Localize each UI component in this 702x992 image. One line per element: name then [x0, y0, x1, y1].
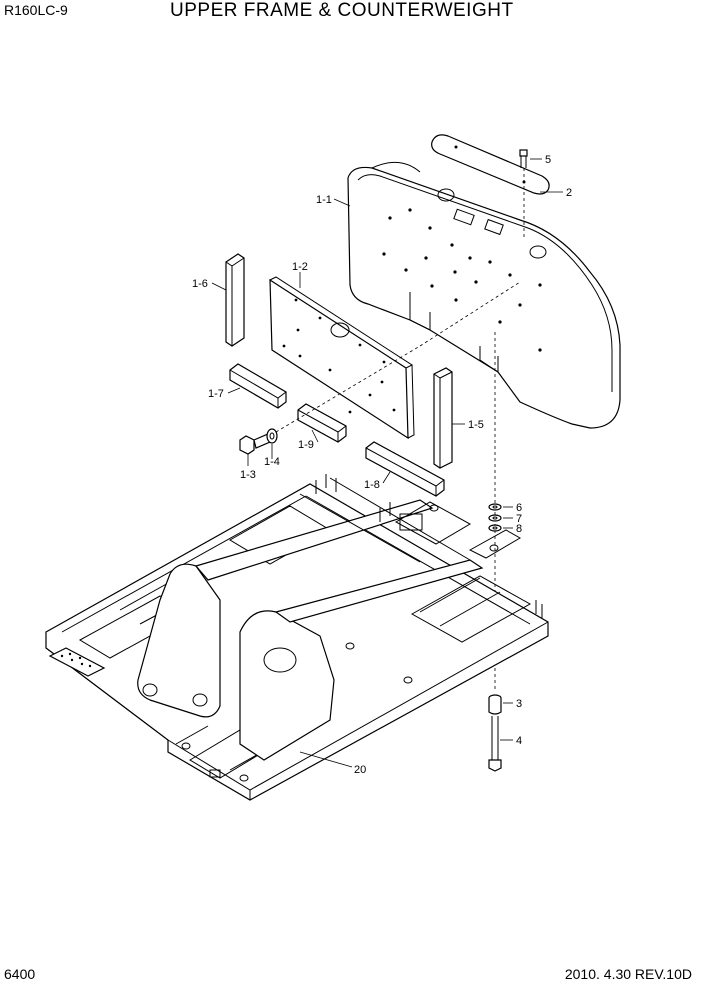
date-revision: 2010. 4.30 REV.10D — [564, 966, 692, 982]
block-1-7 — [229, 363, 287, 409]
washer-1-4 — [266, 428, 278, 444]
model-label: R160LC-9 — [4, 2, 68, 18]
callout-1-1: 1-1 — [316, 194, 332, 206]
callout-3: 3 — [516, 698, 522, 710]
callout-1-4: 1-4 — [264, 456, 280, 468]
callout-4: 4 — [516, 735, 522, 747]
callout-1-7: 1-7 — [208, 388, 224, 400]
callout-8: 8 — [516, 523, 522, 535]
callout-5: 5 — [545, 154, 551, 166]
callout-1-5: 1-5 — [468, 419, 484, 431]
leader-lines — [211, 158, 563, 768]
page-number: 6400 — [4, 966, 36, 982]
counterweight-body — [347, 161, 621, 429]
bolt-1-3 — [239, 433, 271, 455]
callout-20: 20 — [354, 764, 366, 776]
block-1-8 — [365, 441, 445, 497]
upper-frame — [45, 474, 549, 801]
washer-7 — [488, 514, 502, 522]
callout-7: 7 — [516, 513, 522, 525]
callout-1-6: 1-6 — [192, 278, 208, 290]
washer-6 — [488, 503, 502, 511]
block-1-5 — [433, 367, 453, 469]
callout-1-8: 1-8 — [364, 479, 380, 491]
weight-plate-top — [431, 134, 550, 195]
weight-plate-1-2 — [269, 276, 415, 440]
callout-6: 6 — [516, 502, 522, 514]
bolt-4 — [488, 716, 502, 772]
callout-1-9: 1-9 — [298, 439, 314, 451]
callout-2: 2 — [566, 187, 572, 199]
washer-8 — [488, 524, 502, 532]
block-1-6 — [225, 253, 245, 347]
collar-3 — [488, 694, 502, 715]
callout-1-3: 1-3 — [240, 469, 256, 481]
callout-1-2: 1-2 — [292, 261, 308, 273]
bolt-5 — [519, 149, 528, 240]
block-1-9 — [297, 403, 347, 443]
page-title: UPPER FRAME & COUNTERWEIGHT — [170, 0, 514, 21]
